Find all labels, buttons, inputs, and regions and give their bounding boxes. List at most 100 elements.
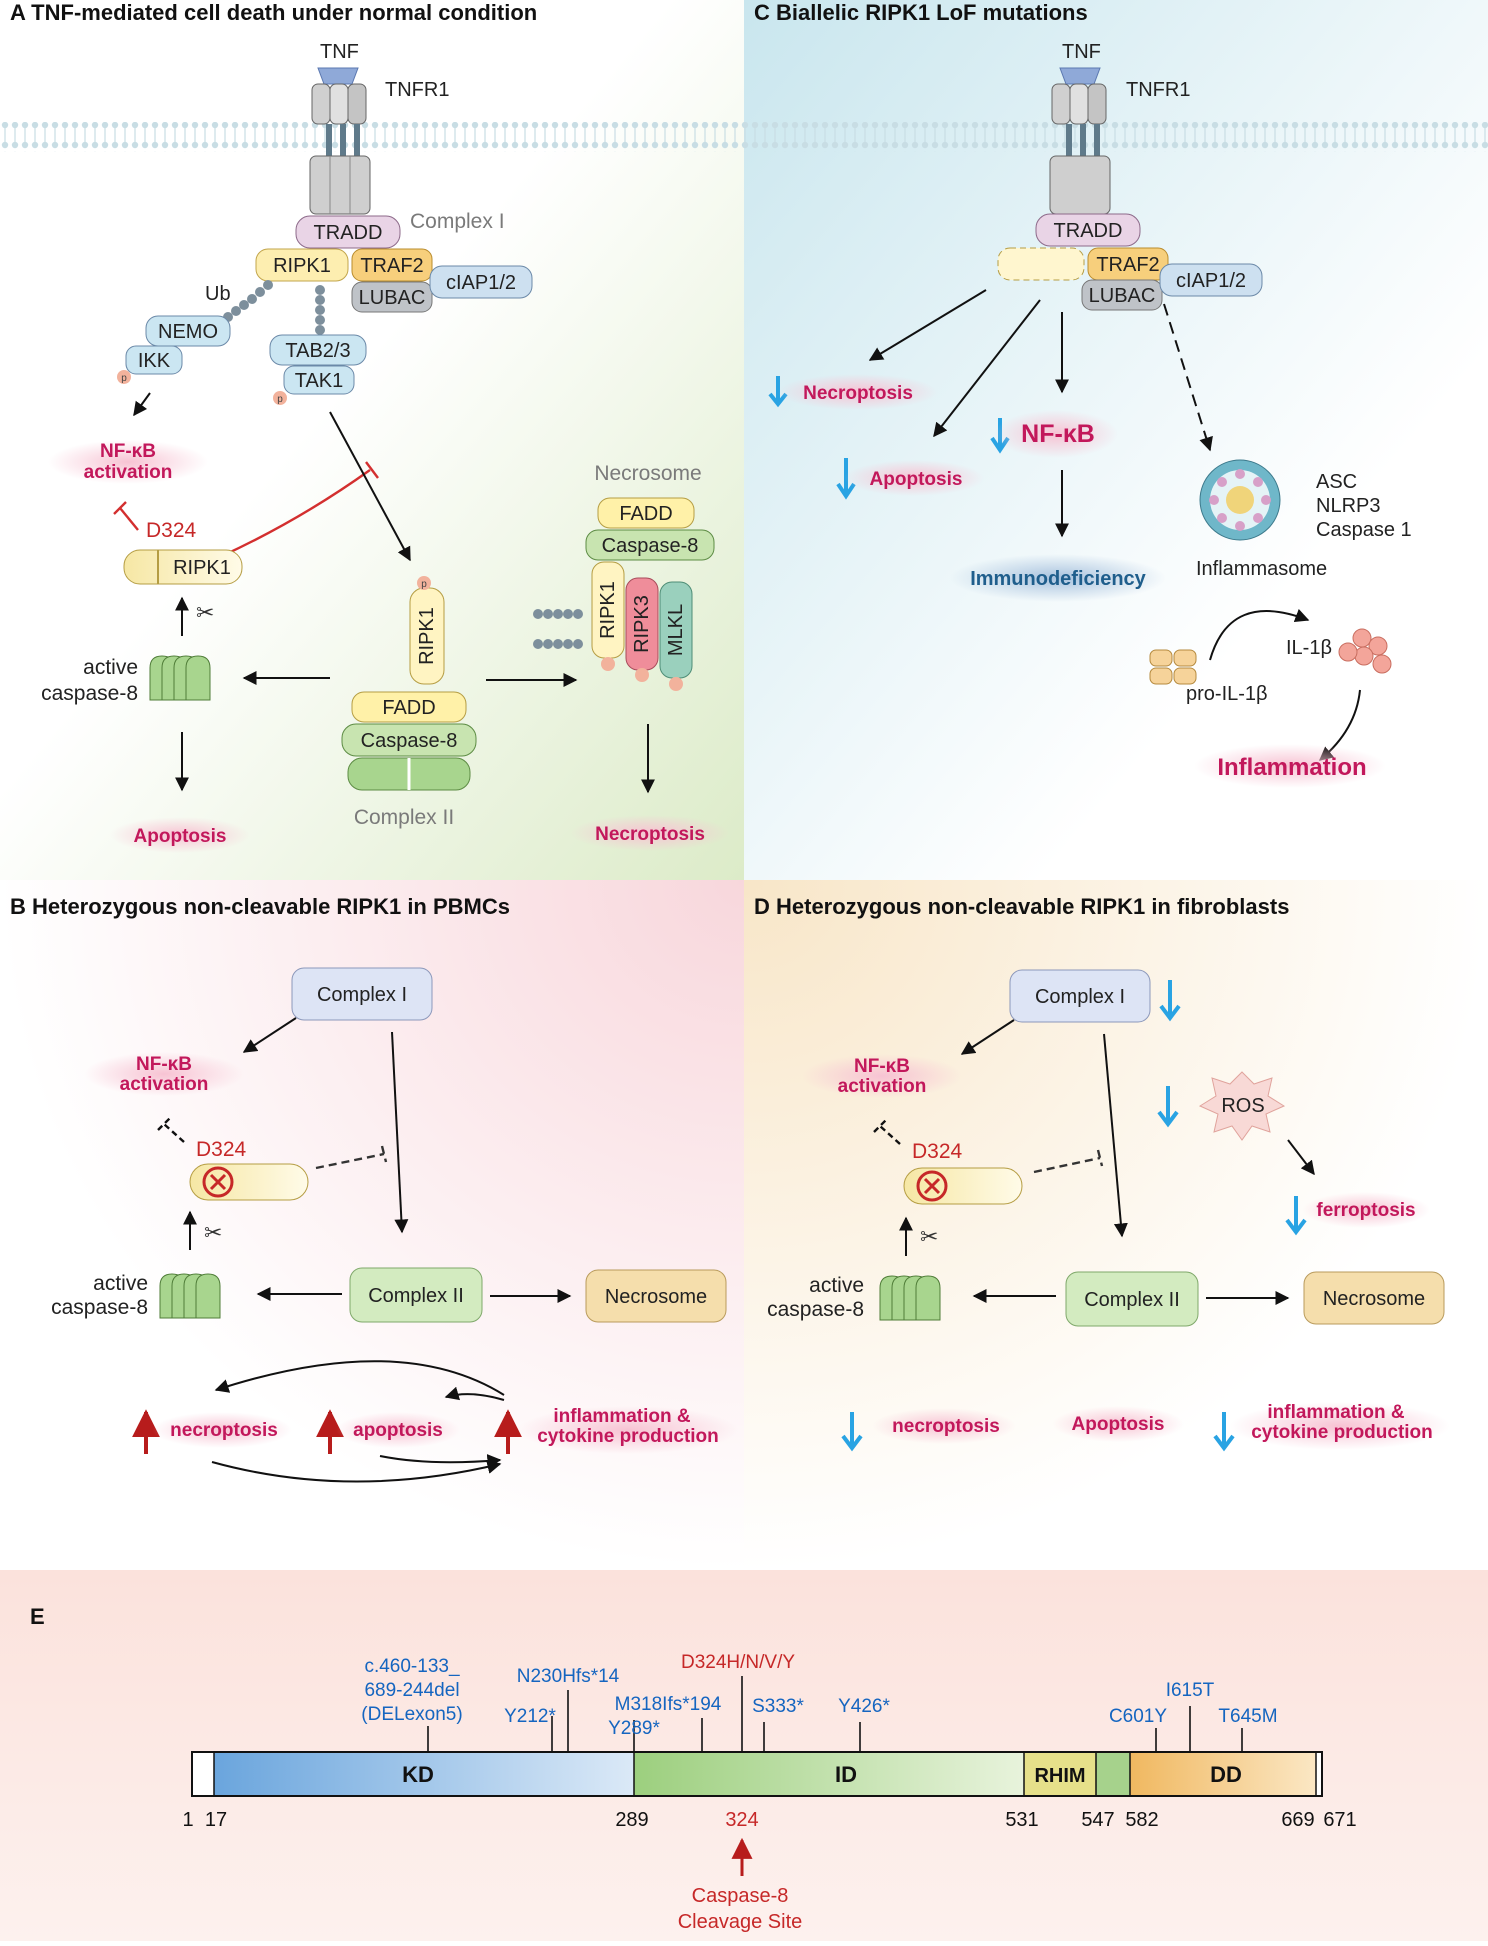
active-caspase8-icon <box>879 1275 941 1321</box>
nfkb-glow <box>802 1054 962 1098</box>
scissors-icon: ✂ <box>204 1220 222 1245</box>
apoptosis-glow <box>1052 1406 1184 1442</box>
position-label: 671 <box>1323 1809 1356 1831</box>
active-caspase8-icon <box>149 655 211 701</box>
ikk-node <box>125 345 183 375</box>
panel-b: B Heterozygous non-cleavable RIPK1 in PB… <box>10 894 738 1483</box>
arrow <box>444 1386 505 1401</box>
mutation-ticks <box>427 1676 1243 1752</box>
panel-c-title: C Biallelic RIPK1 LoF mutations <box>754 0 1088 25</box>
ripk1-label: RIPK1 <box>597 581 619 639</box>
dd-label: DD <box>1210 1762 1242 1787</box>
necrosome-label: Necrosome <box>605 1286 707 1308</box>
nemo-node <box>145 315 231 347</box>
active-caspase8-label: active <box>93 1272 148 1295</box>
cell-membrane <box>0 122 1488 152</box>
position-label: 547 <box>1081 1809 1114 1831</box>
tradd-node <box>1035 213 1141 247</box>
phospho-label: p <box>421 579 427 590</box>
mutation-label: I615T <box>1166 1680 1215 1701</box>
complex2-node <box>349 1267 483 1323</box>
inhibition-arrow <box>1033 1149 1104 1174</box>
cleavage-position-label: 324 <box>725 1809 758 1831</box>
arrow <box>133 392 151 417</box>
d324-label: D324 <box>146 519 197 542</box>
apoptosis-glow <box>110 817 250 853</box>
complex1-label: Complex I <box>317 984 407 1006</box>
apoptosis-glow <box>336 1412 460 1448</box>
tnf-trimer-icon <box>317 67 359 85</box>
ripk1-label: RIPK1 <box>273 255 331 277</box>
down-arrow-icon <box>1285 1196 1307 1236</box>
apoptosis-label: Apoptosis <box>870 469 963 490</box>
nfkb-activation-label: NF-κB <box>136 1054 192 1075</box>
mutation-label: c.460-133_ <box>364 1656 460 1677</box>
ripk1-label: RIPK1 <box>416 607 438 665</box>
blocked-cleavage-icon <box>202 1166 234 1198</box>
phospho-icon <box>635 668 649 682</box>
phospho-icon <box>601 657 615 671</box>
complex2-label: Complex II <box>368 1285 464 1307</box>
ubiquitin-chain-icon <box>223 280 325 335</box>
inflammasome-icon <box>1199 459 1281 541</box>
inhibition-arrow <box>113 501 139 531</box>
necrosome-node <box>1303 1271 1445 1325</box>
arrow <box>1287 1139 1315 1176</box>
lubac-node <box>1081 279 1163 311</box>
necroptosis-label: necroptosis <box>170 1420 278 1441</box>
ubiquitin-chain-icon <box>533 609 583 649</box>
apoptosis-label: apoptosis <box>353 1420 443 1441</box>
mutation-label: S333* <box>752 1696 804 1717</box>
arrow <box>391 1031 409 1234</box>
missing-ripk1-node <box>997 247 1085 281</box>
ros-label: ROS <box>1221 1095 1264 1117</box>
nfkb-glow <box>48 440 208 484</box>
ciap-label: cIAP1/2 <box>446 272 516 294</box>
inflammation-glow <box>1194 744 1386 788</box>
mutation-label: T645M <box>1218 1706 1277 1727</box>
complex2-label: Complex II <box>1084 1289 1180 1311</box>
nfkb-activation-label: activation <box>120 1074 209 1095</box>
down-arrow-icon <box>841 1412 863 1452</box>
tnf-label: TNF <box>1062 41 1101 63</box>
ferroptosis-label: ferroptosis <box>1316 1200 1415 1221</box>
necroptosis-glow <box>778 374 938 410</box>
mutation-label: N230Hfs*14 <box>517 1666 620 1687</box>
mutation-label: D324H/N/V/Y <box>681 1652 795 1673</box>
inhibition-arrow <box>873 1119 901 1145</box>
fadd-label: FADD <box>382 697 435 719</box>
panel-c: C Biallelic RIPK1 LoF mutations TNF TNFR… <box>754 0 1412 788</box>
rhim-label: RHIM <box>1034 1765 1085 1787</box>
cleavage-site-label: Cleavage Site <box>678 1911 803 1933</box>
mutation-label: (DELexon5) <box>361 1704 462 1725</box>
inflammation-label: inflammation & <box>553 1406 691 1427</box>
cleavage-site-label: Caspase-8 <box>692 1885 789 1907</box>
necrosome-node <box>585 1269 727 1323</box>
tradd-node <box>295 215 401 249</box>
tnfr1-label: TNFR1 <box>385 79 449 101</box>
ikk-label: IKK <box>138 350 171 372</box>
tab-label: TAB2/3 <box>285 340 350 362</box>
active-caspase8-label: active <box>83 656 138 679</box>
phospho-icon <box>417 576 431 590</box>
fadd-node <box>597 497 695 529</box>
caspase1-label: Caspase 1 <box>1316 519 1412 541</box>
position-label: 669 <box>1281 1809 1314 1831</box>
panel-d-title: D Heterozygous non-cleavable RIPK1 in fi… <box>754 894 1289 919</box>
phospho-icon <box>669 677 683 691</box>
tnfr1-receptor-icon <box>1049 83 1111 215</box>
ripk1-node <box>255 248 349 282</box>
nfkb-glow <box>84 1052 244 1096</box>
tnfr1-label: TNFR1 <box>1126 79 1190 101</box>
arrow <box>242 1017 297 1053</box>
apoptosis-label: Apoptosis <box>134 826 227 847</box>
nfkb-activation-label: NF-κB <box>100 441 156 462</box>
active-caspase8-label: caspase-8 <box>51 1296 148 1319</box>
traf2-node <box>351 248 433 282</box>
complex1-node <box>1009 969 1151 1023</box>
scissors-icon: ✂ <box>196 600 214 625</box>
nfkb-activation-label: activation <box>838 1076 927 1097</box>
complex2-node <box>1065 1271 1199 1327</box>
